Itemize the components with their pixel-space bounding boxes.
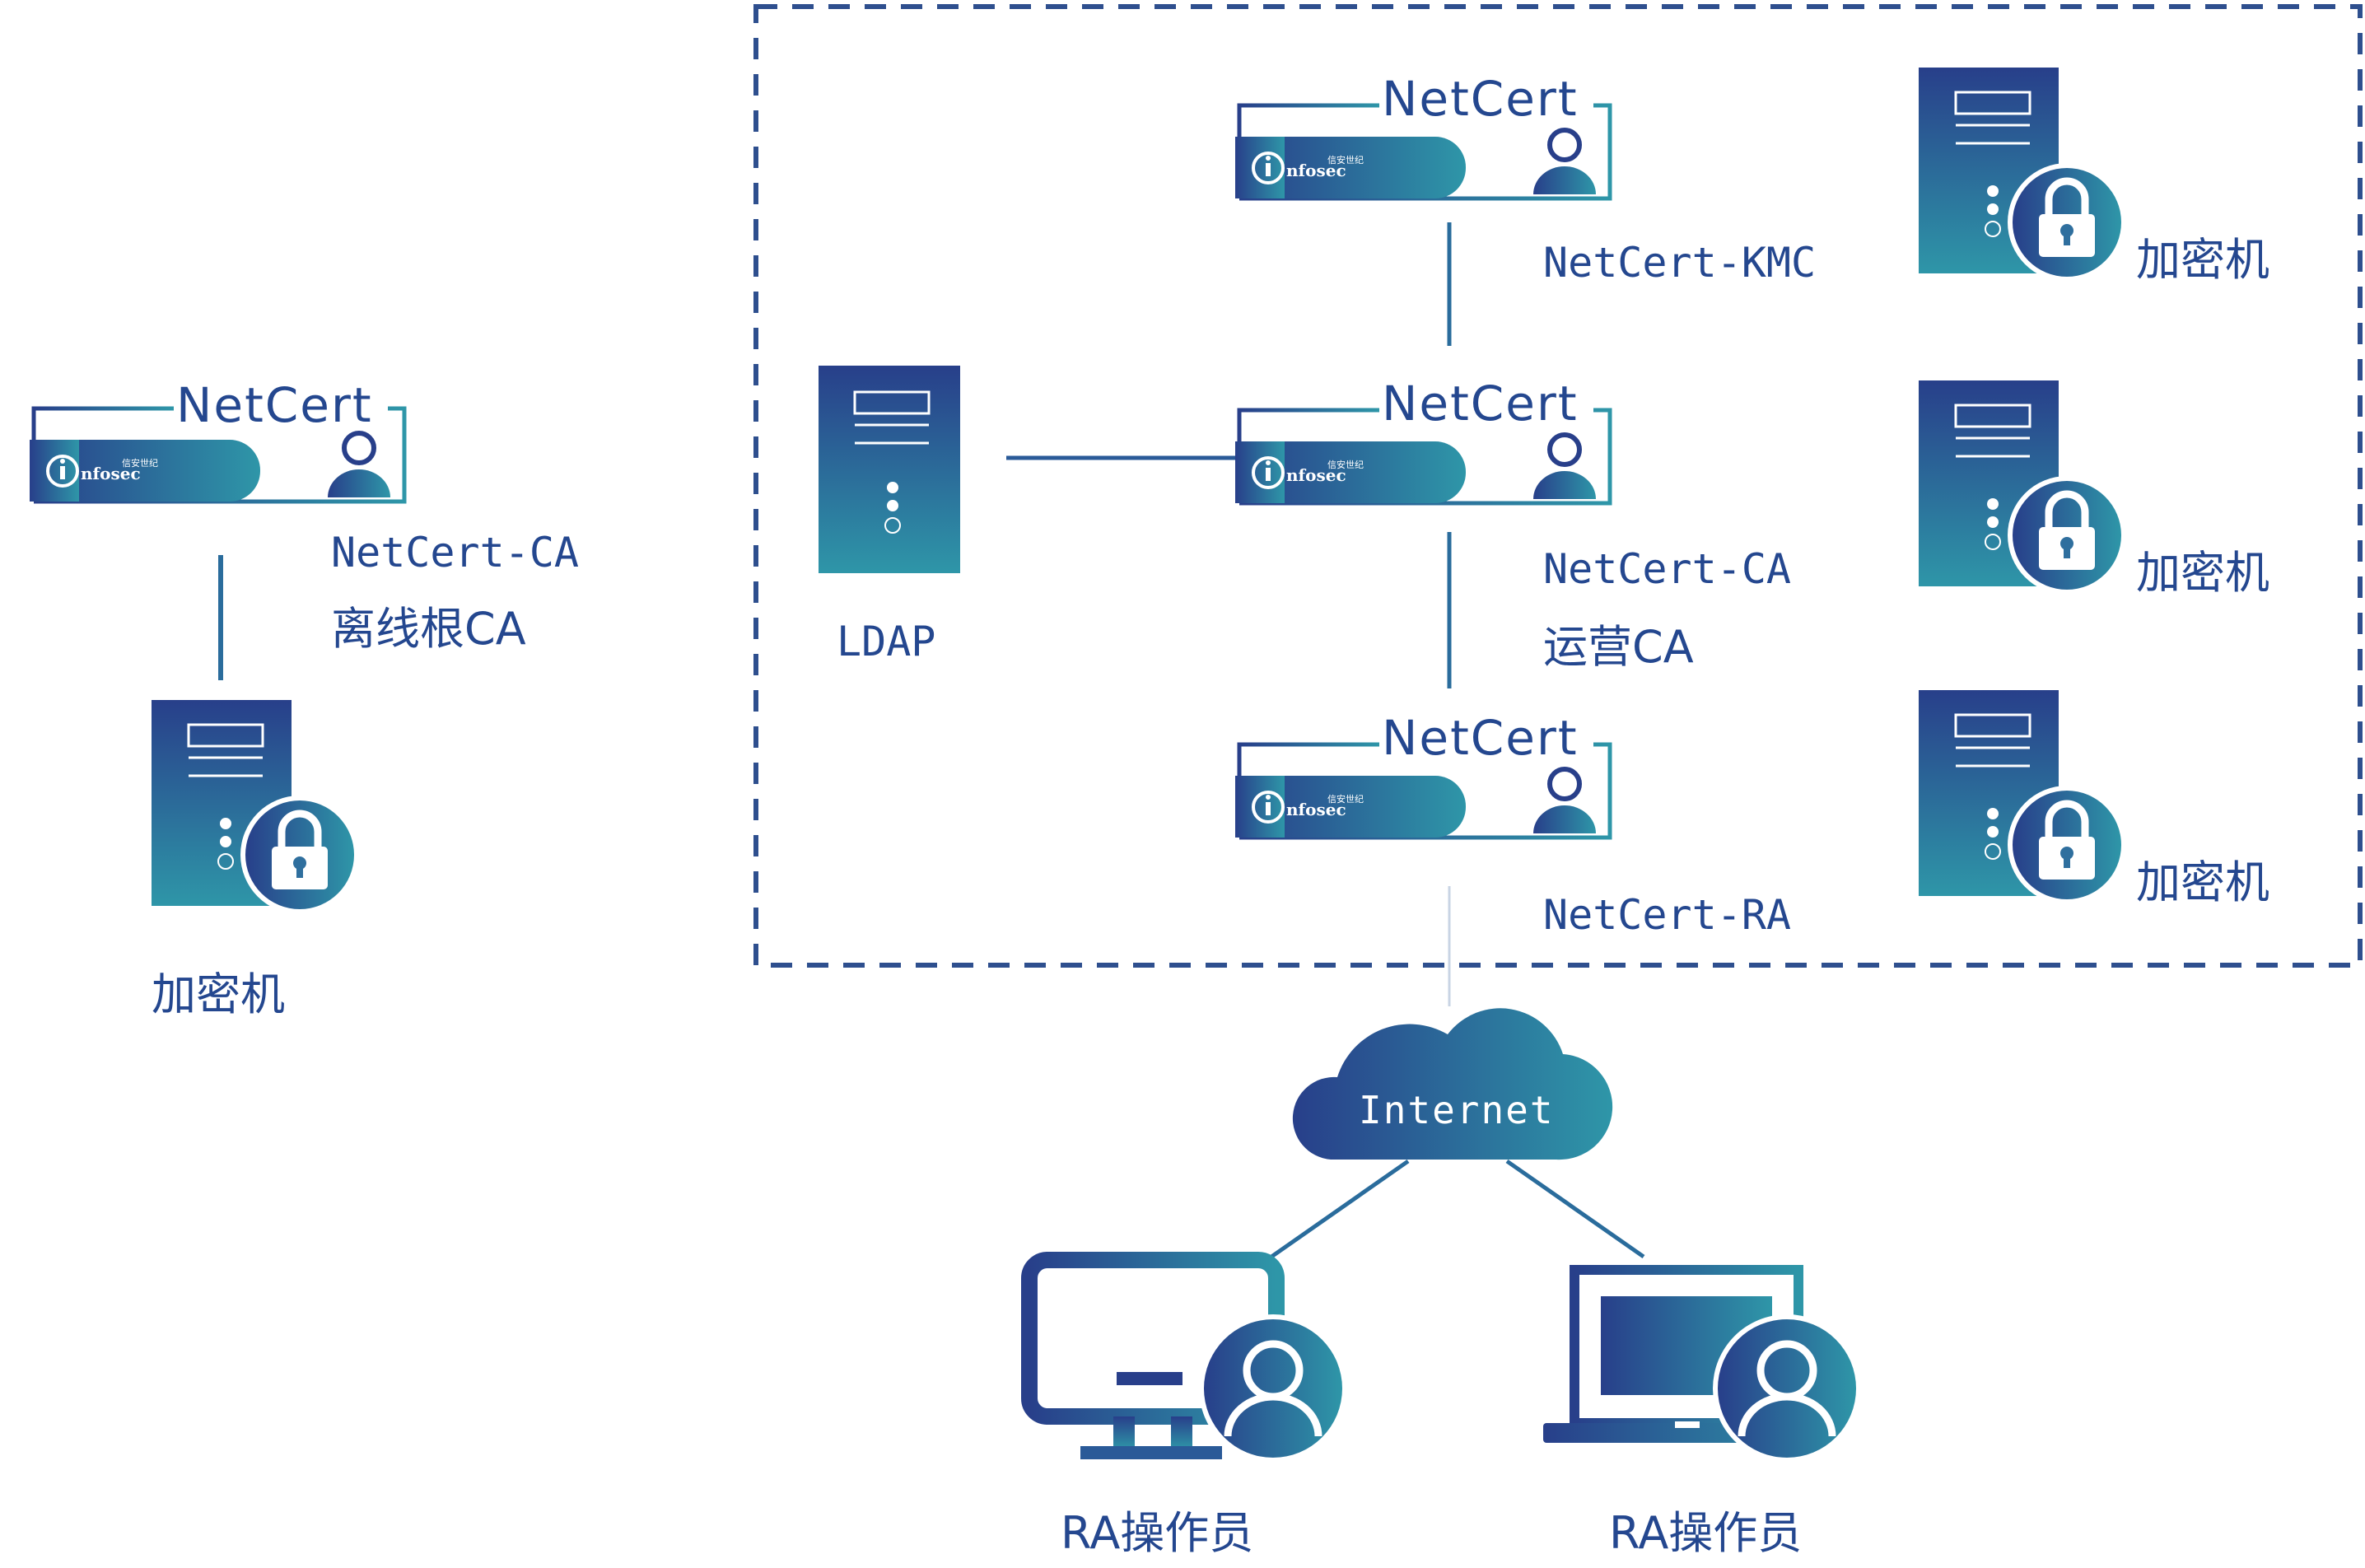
ra-brand: NetCert: [1382, 710, 1579, 766]
desktop-operator-avatar-icon: [1199, 1314, 1347, 1463]
logo-text: nfosec: [1286, 161, 1346, 180]
kmc-hsm-label: 加密机: [2136, 234, 2269, 286]
kmc-appliance: nfosec 信安世纪: [1235, 105, 1610, 198]
laptop-operator: [1543, 1265, 1861, 1463]
ra-hsm: [1919, 690, 2126, 904]
laptop-operator-label: RA操作员: [1609, 1507, 1802, 1559]
internet-to-laptop-link: [1505, 1159, 1645, 1259]
kmc-hsm: [1919, 68, 2126, 282]
offline-root-hsm: [152, 700, 359, 914]
laptop-operator-avatar-icon: [1713, 1314, 1861, 1463]
trusted-zone-boundary: [753, 4, 2363, 968]
internet-label: Internet: [1359, 1088, 1555, 1132]
offline-root-brand: NetCert: [176, 377, 373, 433]
kmc-name: NetCert-KMC: [1543, 239, 1816, 287]
ra-appliance: nfosec 信安世纪: [1235, 744, 1610, 838]
desktop-operator: [1021, 1252, 1347, 1463]
ldap-server: [819, 366, 960, 573]
operational-ca-appliance: nfosec 信安世纪: [1235, 410, 1610, 503]
ca-hsm: [1919, 380, 2126, 595]
ra-hsm-label: 加密机: [2136, 856, 2269, 908]
logo-text: nfosec: [1286, 465, 1346, 485]
offline-root-role: 离线根CA: [331, 603, 526, 655]
offline-root-name: NetCert-CA: [331, 529, 579, 576]
offline-root-hsm-label: 加密机: [152, 968, 285, 1020]
logo-text: nfosec: [1286, 800, 1346, 819]
kmc-brand: NetCert: [1382, 71, 1579, 127]
logo-text: nfosec: [81, 464, 141, 483]
ca-hsm-label: 加密机: [2136, 547, 2269, 599]
ra-name: NetCert-RA: [1543, 891, 1791, 939]
offline-root-ca-appliance: nfosec 信安世纪: [30, 408, 404, 502]
ldap-label: LDAP: [837, 618, 935, 665]
internet-to-desktop-link: [1270, 1159, 1410, 1259]
internet-cloud-icon: [1292, 1008, 1613, 1160]
ca-role: 运营CA: [1543, 621, 1694, 673]
logo-cn-text: 信安世纪: [1327, 154, 1364, 166]
ca-name: NetCert-CA: [1543, 545, 1791, 593]
desktop-operator-label: RA操作员: [1061, 1507, 1253, 1559]
logo-cn-text: 信安世纪: [1327, 793, 1364, 805]
logo-cn-text: 信安世纪: [122, 457, 158, 469]
ca-brand: NetCert: [1382, 376, 1579, 432]
logo-cn-text: 信安世纪: [1327, 459, 1364, 470]
